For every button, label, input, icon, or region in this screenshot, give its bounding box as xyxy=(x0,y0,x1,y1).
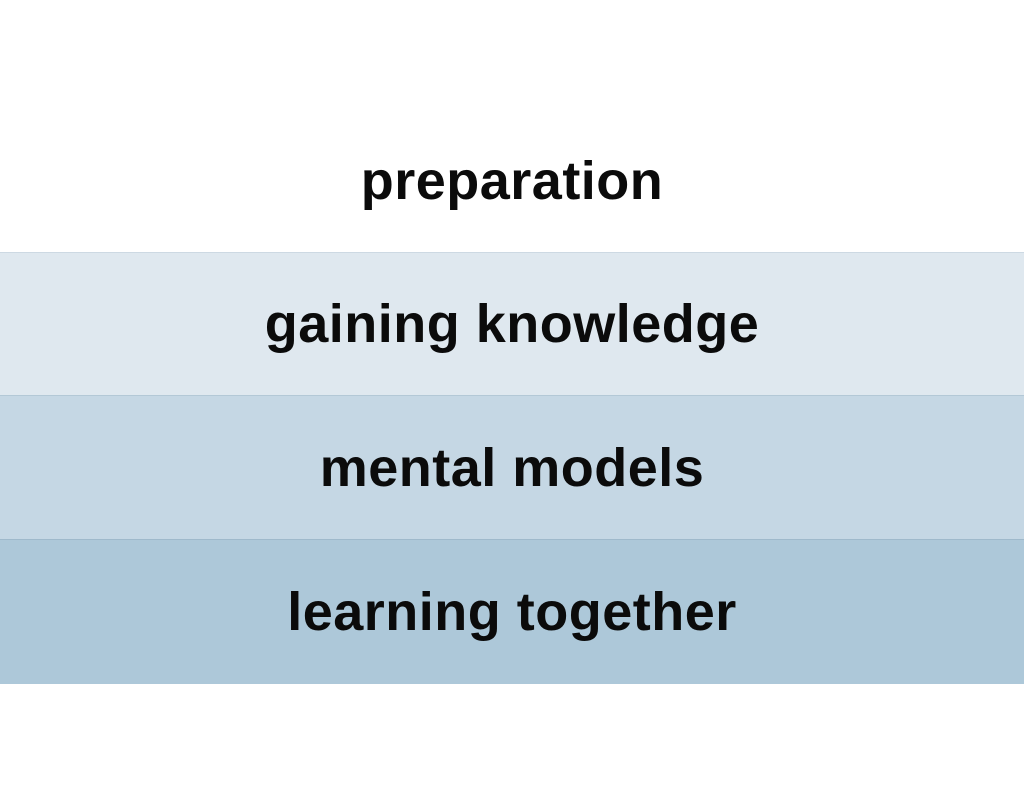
layer-label: gaining knowledge xyxy=(264,294,760,354)
layer-learning-together: learning together xyxy=(0,539,1024,684)
layer-label: learning together xyxy=(287,582,737,642)
layer-preparation: preparation xyxy=(0,110,1024,252)
layer-mental-models: mental models xyxy=(0,395,1024,539)
layer-gaining-knowledge: gaining knowledge xyxy=(0,252,1024,395)
layer-label: preparation xyxy=(360,151,664,211)
layer-label: mental models xyxy=(319,437,705,498)
